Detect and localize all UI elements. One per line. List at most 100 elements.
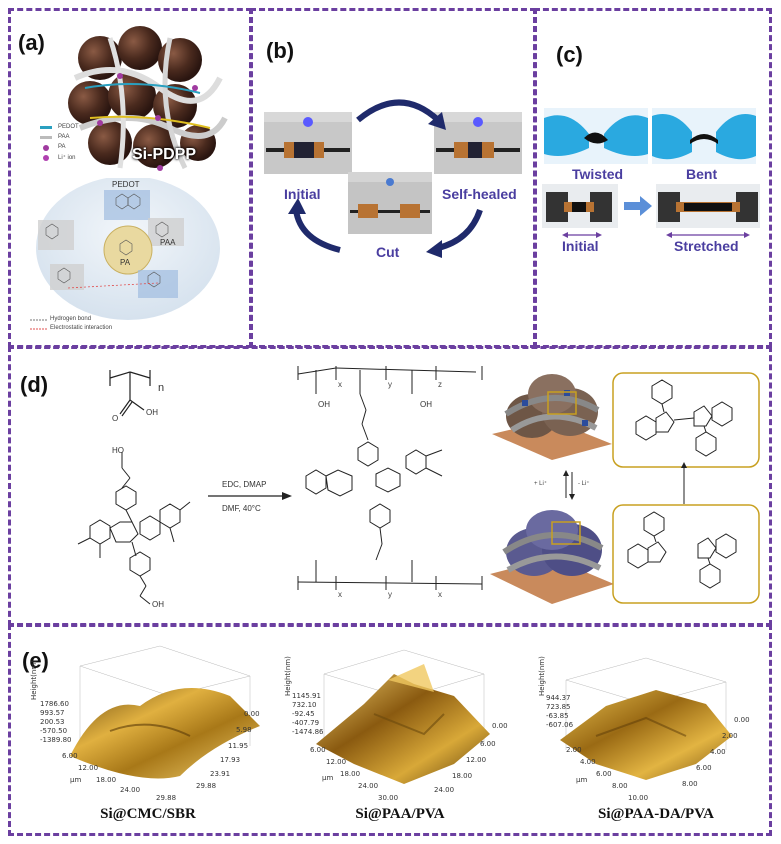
plot2-ytick-3: 18.00 [452, 772, 473, 780]
legend-pedot: PEDOT [58, 124, 79, 130]
chem-label-pa: PA [120, 258, 131, 267]
plot2-ytick-0: 0.00 [492, 722, 508, 730]
plot3-zaxis-label: Height(nm) [538, 656, 546, 696]
caption-initial: Initial [284, 186, 321, 202]
plot1-xtick-2: 18.00 [96, 776, 117, 784]
plot2-title: Si@PAA/PVA [355, 806, 445, 822]
li-in-label: + Li⁺ [534, 481, 548, 487]
afm-surface-plot-2 [316, 649, 490, 784]
photo-cut [348, 172, 432, 234]
plot2-ztick-0: 1145.91 [292, 692, 321, 700]
plot2-ztick-1: 732.10 [292, 701, 317, 709]
plot2-xtick-3: 24.00 [358, 782, 379, 790]
paa-structure [109, 370, 151, 417]
plot3-ytick-2: 4.00 [710, 748, 726, 756]
particle-3d-top [492, 374, 612, 460]
plot2-unit: μm [322, 774, 334, 782]
plot3-ztick-0: 944.37 [546, 694, 571, 702]
plot2-xtick-4: 30.00 [378, 794, 399, 802]
panel-b-label: (b) [266, 38, 295, 63]
vertical-equilibrium-arrow [681, 462, 687, 504]
plot3-ytick-1: 2.00 [722, 732, 738, 740]
panel-e-label: (e) [22, 648, 49, 673]
plot1-ztick-2: 200.53 [40, 718, 65, 726]
reaction-condition-1: EDC, DMAP [222, 480, 267, 489]
plot3-xtick-1: 4.00 [580, 758, 596, 766]
plot3-xtick-2: 6.00 [596, 770, 612, 778]
legend-li-ion: Li⁺ ion [58, 155, 76, 161]
legend-paa: PAA [58, 134, 70, 140]
plot2-xtick-0: 6.00 [310, 746, 326, 754]
plot2-ztick-3: -407.79 [292, 719, 320, 727]
cycle-arrows [288, 99, 483, 258]
plot3-xtick-3: 8.00 [612, 782, 628, 790]
caption-stretched: Stretched [674, 238, 739, 254]
si-pdpp-title: Si-PDPP [132, 146, 197, 163]
afm-surface-plot-1 [70, 645, 260, 779]
product-sub-x-bottom-2: x [438, 590, 442, 599]
plot2-xtick-1: 12.00 [326, 758, 347, 766]
chem-label-pedot: PEDOT [112, 180, 140, 189]
plot3-ytick-3: 6.00 [696, 764, 712, 772]
plot1-ztick-1: 993.57 [40, 709, 65, 717]
paa-o-label: O [112, 414, 119, 423]
plot2-ytick-4: 24.00 [434, 786, 455, 794]
legend-swatches [40, 126, 52, 161]
reaction-condition-2: DMF, 40°C [222, 504, 261, 513]
product-sub-y-top: y [388, 380, 392, 389]
photo-self-healed [434, 112, 522, 174]
plot1-unit: μm [70, 776, 82, 784]
panel-d-label: (d) [20, 372, 49, 397]
caption-self-healed: Self-healed [442, 186, 517, 202]
panel-a-label: (a) [18, 30, 45, 55]
plot1-ztick-0: 1786.60 [40, 700, 69, 708]
photo-clamp-stretched [656, 184, 760, 228]
plot2-ztick-2: -92.45 [292, 710, 315, 718]
plot2-zaxis-label: Height(nm) [284, 656, 292, 696]
plot1-xtick-1: 12.00 [78, 764, 99, 772]
plot3-title: Si@PAA-DA/PVA [598, 806, 714, 822]
plot3-ztick-1: 723.85 [546, 703, 571, 711]
product-oh-top-right: OH [420, 400, 432, 409]
plot3-ztick-2: -63.85 [546, 712, 569, 720]
subscript-n: n [158, 382, 165, 394]
plot1-ytick-1: 5.98 [236, 726, 252, 734]
footnote-line-swatches [30, 319, 48, 330]
caption-twisted: Twisted [572, 166, 624, 182]
plot2-xtick-2: 18.00 [340, 770, 361, 778]
reaction-arrow [208, 492, 292, 500]
da-monomer-structure [77, 452, 191, 605]
da-oh-label: OH [152, 600, 164, 609]
panel-c-label: (c) [556, 42, 583, 67]
zoom-box-bonded [612, 372, 760, 468]
panel-a-zoom-circle [36, 178, 220, 320]
plot1-title: Si@CMC/SBR [100, 806, 196, 822]
chem-label-paa: PAA [160, 238, 176, 247]
plot1-ytick-3: 17.93 [220, 756, 241, 764]
photo-clamp-initial [542, 184, 618, 228]
afm-surface-plot-3 [560, 657, 732, 780]
li-out-label: - Li⁺ [578, 481, 590, 487]
caption-cut: Cut [376, 244, 400, 260]
product-polymer-structure [297, 366, 483, 590]
double-arrow-stretched [666, 232, 750, 238]
da-ho-label: HO [112, 446, 124, 455]
product-sub-x-bottom: x [338, 590, 342, 599]
plot1-xtick-4: 29.88 [156, 794, 177, 802]
particle-3d-bottom [490, 510, 614, 604]
plot1-ytick-4: 23.91 [210, 770, 231, 778]
product-sub-z-top: z [438, 380, 442, 389]
photo-twisted [544, 108, 648, 164]
caption-clamp-initial: Initial [562, 238, 599, 254]
zoom-box-dissociated [612, 504, 760, 604]
plot1-ztick-3: -570.50 [40, 727, 68, 735]
footnote-electrostatic: Electrostatic interaction [50, 325, 113, 331]
photo-initial [264, 112, 352, 174]
plot2-ytick-2: 12.00 [466, 756, 487, 764]
plot3-xtick-4: 10.00 [628, 794, 649, 802]
plot3-unit: μm [576, 776, 588, 784]
plot3-xtick-0: 2.00 [566, 746, 582, 754]
plot3-ytick-4: 8.00 [682, 780, 698, 788]
plot2-ztick-4: -1474.86 [292, 728, 324, 736]
plot1-zaxis-label: Height(nm) [30, 660, 38, 700]
